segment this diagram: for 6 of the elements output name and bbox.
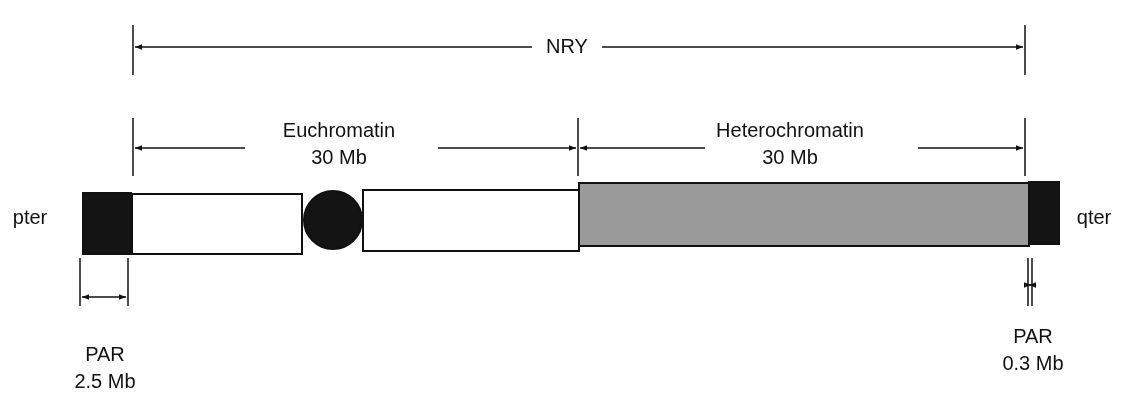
telomere-band: [1028, 181, 1060, 245]
heterochromatin-band: [578, 182, 1030, 247]
centromere: [303, 190, 363, 250]
telomere-band: [82, 192, 132, 255]
chromosome-arm: [131, 193, 303, 255]
chromosome-arm: [362, 189, 580, 252]
